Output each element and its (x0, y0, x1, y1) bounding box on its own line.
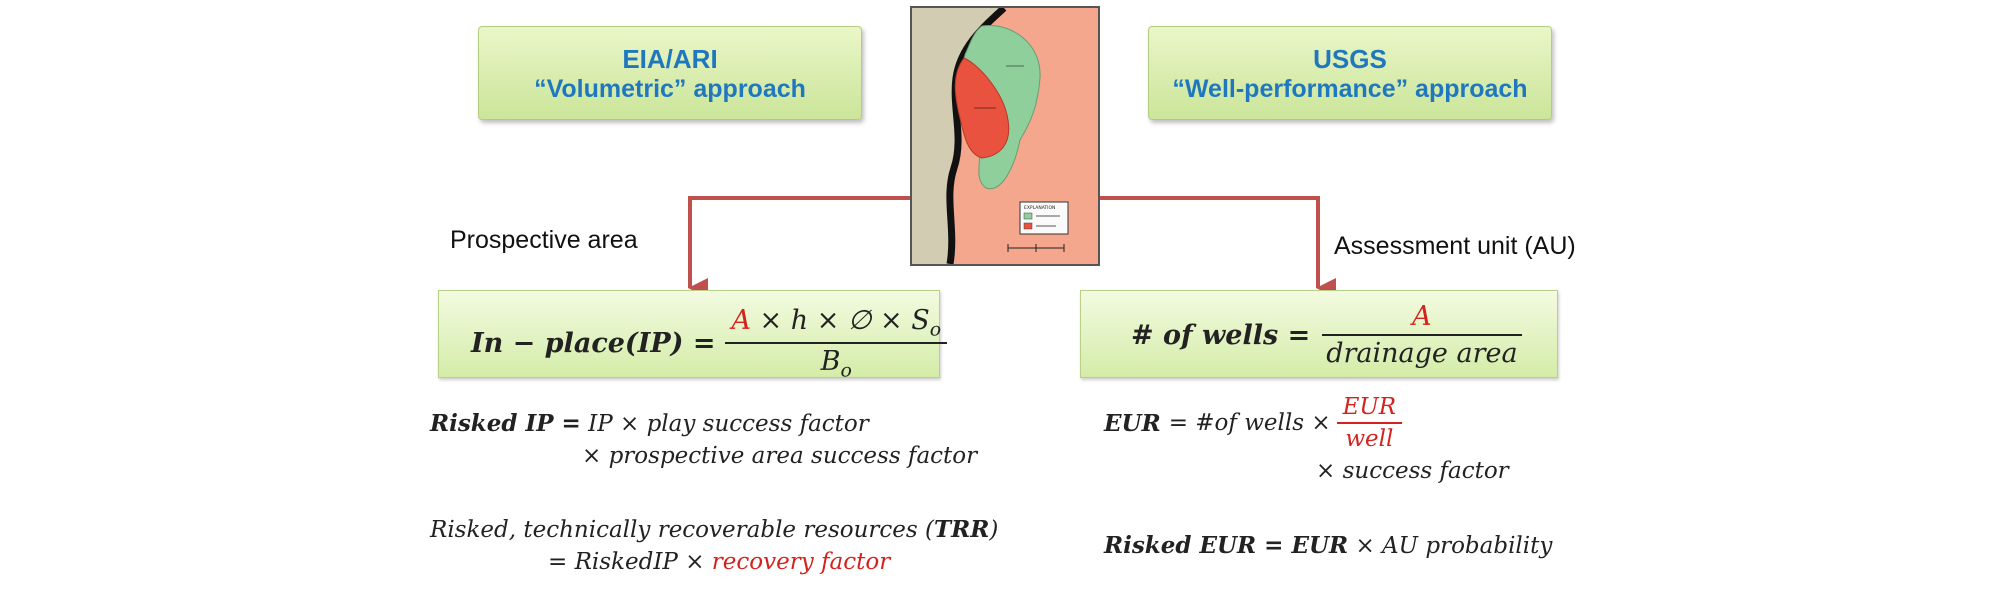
in-place-denominator: Bo (820, 346, 852, 382)
wells-denominator: drainage area (1326, 338, 1518, 369)
eur-mid: = #of wells × (1168, 410, 1331, 436)
in-place-lhs: In − place(IP) = (471, 327, 716, 359)
usgs-subtitle: “Well-performance” approach (1172, 75, 1528, 103)
in-place-numerator: A × h × ∅ × So (725, 305, 948, 345)
wells-numerator: A (1322, 301, 1522, 336)
eur-formula: EUR = #of wells × EUR well (1104, 394, 1403, 452)
prospective-area-label: Prospective area (450, 226, 638, 254)
risked-ip-formula: Risked IP = IP × play success factor (430, 410, 869, 437)
right-connector-arrow (1098, 196, 1336, 298)
in-place-fraction: A × h × ∅ × So Bo (725, 305, 948, 382)
eia-ari-title: EIA/ARI (622, 44, 718, 74)
risked-ip-line2: × prospective area success factor (582, 443, 978, 469)
in-place-formula: In − place(IP) = A × h × ∅ × So Bo (471, 305, 948, 382)
map-legend-red-swatch (1023, 222, 1033, 230)
risked-ip-lhs: Risked IP = (430, 410, 581, 437)
usgs-header: USGS “Well-performance” approach (1148, 26, 1552, 120)
map-legend-title: EXPLANATION (1024, 205, 1055, 211)
wells-lhs: # of wells = (1131, 319, 1311, 351)
eia-ari-subtitle: “Volumetric” approach (534, 75, 806, 103)
wells-formula: # of wells = A drainage area (1131, 301, 1524, 369)
assessment-map: EXPLANATION (910, 6, 1100, 266)
eia-ari-header: EIA/ARI “Volumetric” approach (478, 26, 862, 120)
left-connector-arrow (688, 196, 910, 298)
eur-numerator: EUR (1336, 394, 1403, 424)
eur-fraction: EUR well (1336, 394, 1403, 452)
trr-formula-line1: Risked, technically recoverable resource… (430, 516, 999, 543)
assessment-unit-label: Assessment unit (AU) (1334, 232, 1576, 260)
wells-formula-box: # of wells = A drainage area (1080, 290, 1558, 378)
wells-fraction: A drainage area (1320, 301, 1523, 369)
eur-lhs: EUR (1104, 409, 1161, 437)
in-place-formula-box: In − place(IP) = A × h × ∅ × So Bo (438, 290, 948, 382)
eur-denominator: well (1345, 426, 1394, 452)
usgs-title: USGS (1313, 44, 1387, 74)
risked-ip-line1: IP × play success factor (588, 411, 869, 437)
trr-formula-line2: = RiskedIP × recovery factor (548, 549, 891, 575)
risked-eur-formula: Risked EUR = EUR × AU probability (1104, 532, 1553, 559)
map-legend-green-swatch (1023, 212, 1033, 220)
eur-line2: × success factor (1316, 458, 1509, 484)
